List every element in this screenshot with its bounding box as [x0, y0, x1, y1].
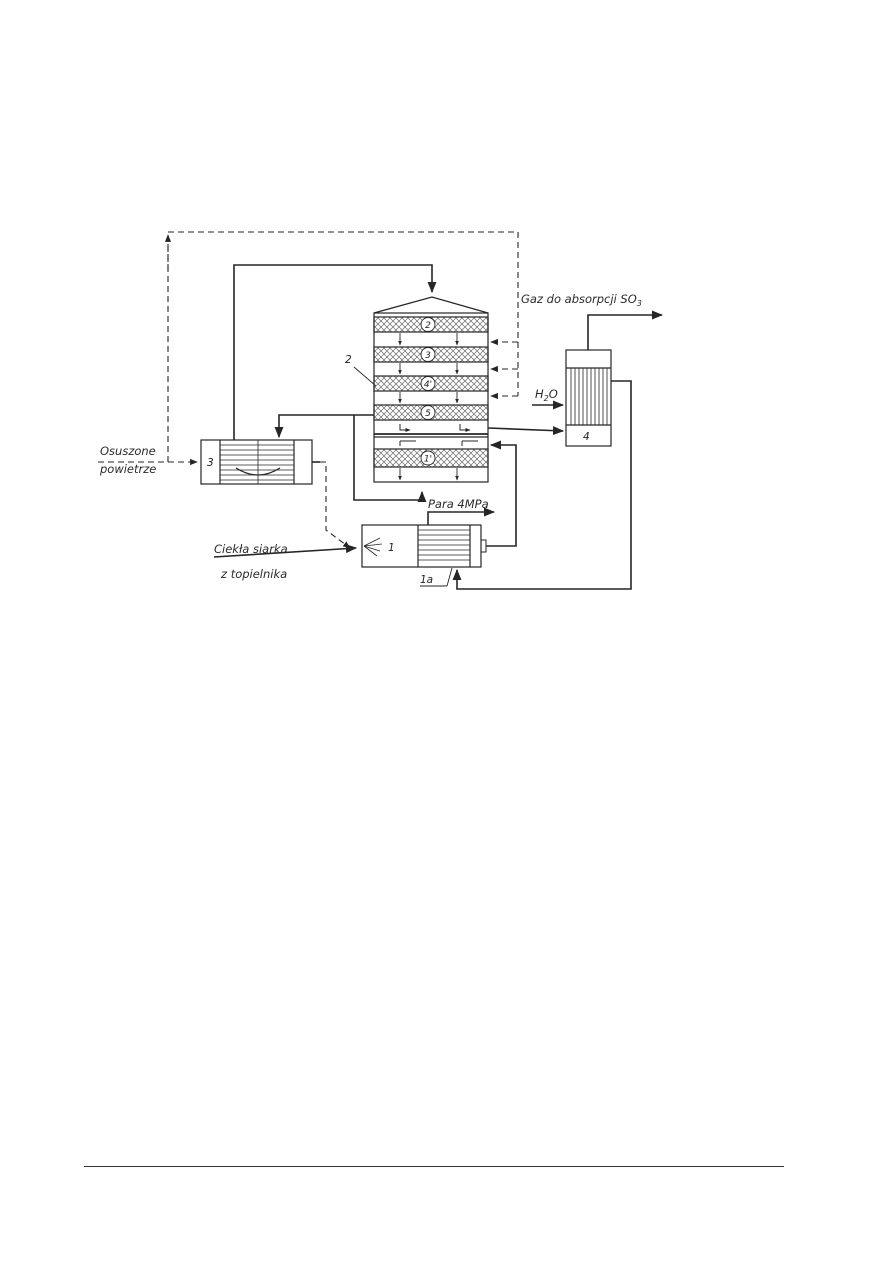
boiler-number: 1a: [420, 574, 433, 586]
gas-out-text: Gaz do absorpcji SO: [521, 292, 637, 306]
footer-rule: [84, 1166, 784, 1167]
sulfur-label-line1: Ciekła siarka: [214, 542, 288, 556]
water-suffix: O: [549, 387, 558, 401]
water-text: H: [535, 387, 544, 401]
converter-internal-flow: [398, 333, 459, 481]
air-lines: [98, 231, 519, 549]
gas-out-subscript: 3: [637, 299, 642, 308]
tray-label: 2: [425, 321, 431, 331]
gas-out-label: Gaz do absorpcji SO3: [521, 292, 642, 308]
converter-leader: [353, 366, 377, 387]
process-lines: [213, 264, 664, 590]
air-label-line1: Osuszone: [100, 444, 156, 458]
tray-label: 3: [425, 351, 431, 361]
tray-markers: [420, 317, 436, 466]
water-label: H2O: [535, 387, 558, 403]
converter-number: 2: [345, 354, 352, 366]
economizer-number: 4: [583, 431, 590, 443]
steam-label: Para 4MPa: [428, 497, 489, 511]
air-label-line2: powietrze: [99, 462, 156, 476]
heat-exchanger: [200, 439, 313, 485]
tray-label: 4': [424, 380, 432, 390]
tray-label: 1': [424, 455, 432, 465]
water-subscript: 2: [544, 394, 549, 403]
heat-exchanger-number: 3: [207, 457, 214, 469]
spray-nozzle-icon: [363, 537, 383, 557]
boiler-leader: [446, 567, 453, 587]
burner-number: 1: [388, 542, 395, 554]
burner-boiler: [361, 524, 487, 568]
tray-label: 5: [425, 409, 431, 419]
sulfur-label-line2: z topielnika: [220, 567, 287, 581]
